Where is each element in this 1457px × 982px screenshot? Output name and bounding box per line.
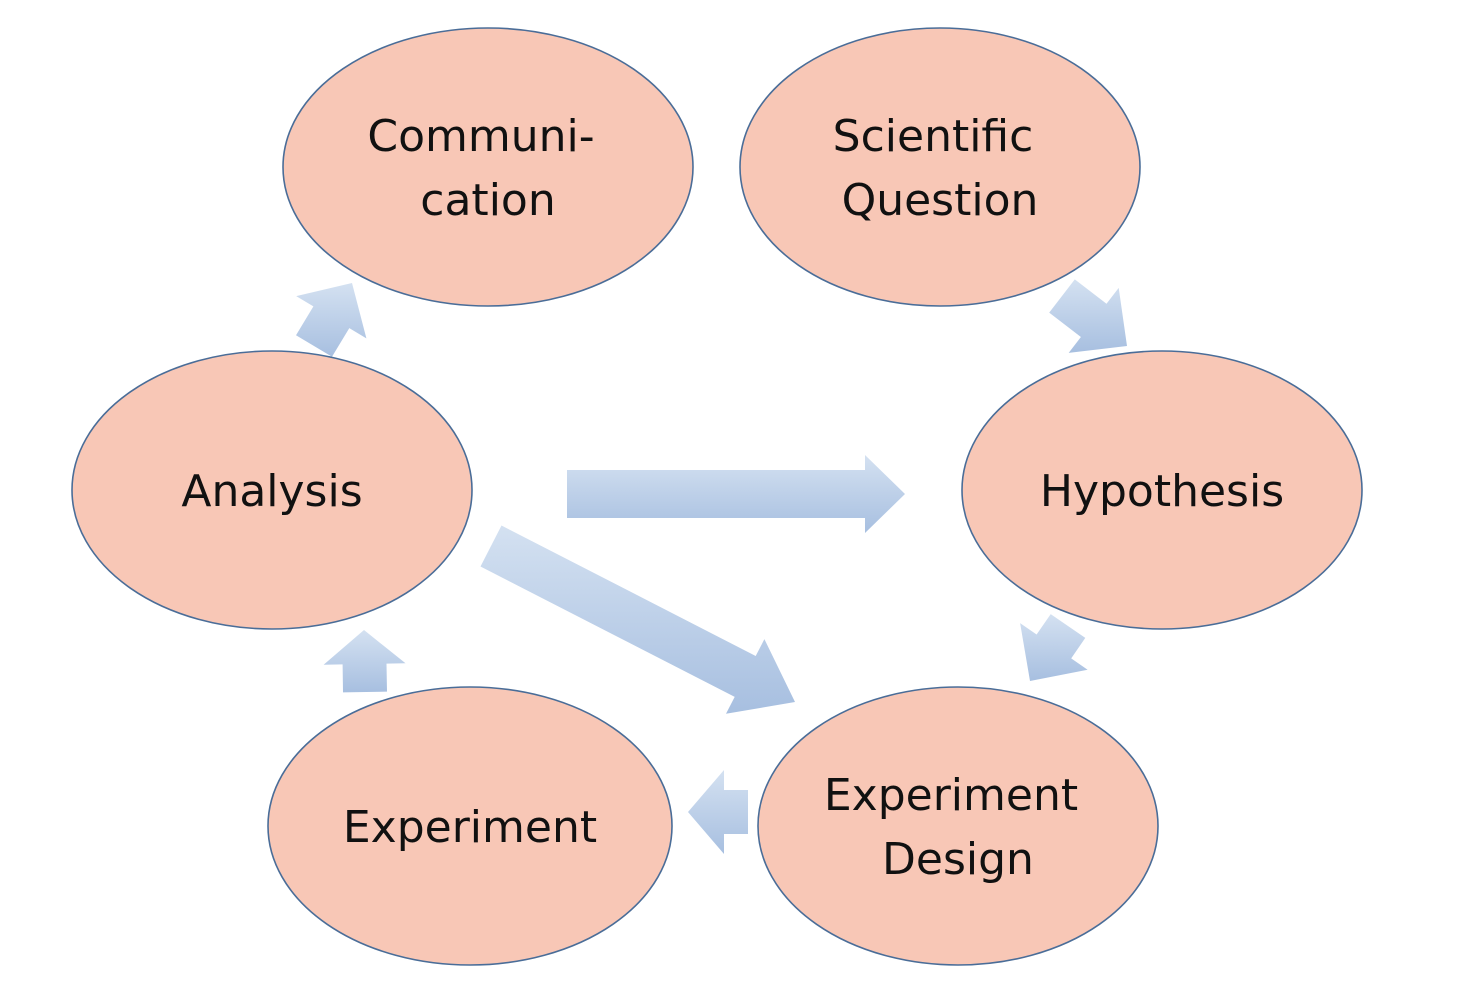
node-label-line: Question bbox=[842, 175, 1039, 226]
node-experiment-ellipse bbox=[267, 686, 673, 966]
node-analysis-label: Analysis bbox=[181, 466, 362, 517]
node-experiment-design-label: Experiment Design bbox=[824, 770, 1092, 885]
node-analysis-ellipse bbox=[71, 350, 473, 630]
arrow-experiment-to-analysis bbox=[323, 630, 406, 693]
node-experiment-label: Experiment bbox=[343, 802, 597, 853]
arrow-hypothesis-to-experiment-design bbox=[1020, 614, 1088, 681]
node-label-line: Hypothesis bbox=[1040, 466, 1284, 517]
node-label-line: cation bbox=[420, 175, 555, 226]
node-scientific-question: Scientific Question bbox=[739, 27, 1141, 307]
arrow-analysis-to-hypothesis bbox=[567, 455, 905, 533]
node-experiment-design: Experiment Design bbox=[757, 686, 1159, 966]
node-hypothesis-ellipse bbox=[961, 350, 1363, 630]
node-communication: Communi- cation bbox=[282, 27, 694, 307]
nodes-layer: Communi- cation Scientific Question Anal… bbox=[71, 27, 1363, 966]
node-experiment: Experiment bbox=[267, 686, 673, 966]
node-scientific-question-ellipse bbox=[739, 27, 1141, 307]
node-label-line: Scientific bbox=[833, 111, 1034, 162]
arrow-analysis-to-communication bbox=[296, 283, 367, 357]
node-communication-ellipse bbox=[282, 27, 694, 307]
node-label-line: Experiment bbox=[824, 770, 1078, 821]
arrow-scientific-question-to-hypothesis bbox=[1049, 279, 1127, 353]
arrow-analysis-to-experiment-design bbox=[480, 525, 795, 714]
node-label-line: Communi- bbox=[367, 111, 594, 162]
node-label-line: Design bbox=[882, 834, 1034, 885]
node-scientific-question-label: Scientific Question bbox=[833, 111, 1048, 226]
node-analysis: Analysis bbox=[71, 350, 473, 630]
node-label-line: Experiment bbox=[343, 802, 597, 853]
arrows-layer bbox=[296, 279, 1127, 854]
node-experiment-design-ellipse bbox=[757, 686, 1159, 966]
node-hypothesis: Hypothesis bbox=[961, 350, 1363, 630]
node-label-line: Analysis bbox=[181, 466, 362, 517]
node-hypothesis-label: Hypothesis bbox=[1040, 466, 1284, 517]
node-communication-label: Communi- cation bbox=[367, 111, 608, 226]
arrow-experiment-design-to-experiment bbox=[688, 770, 748, 854]
